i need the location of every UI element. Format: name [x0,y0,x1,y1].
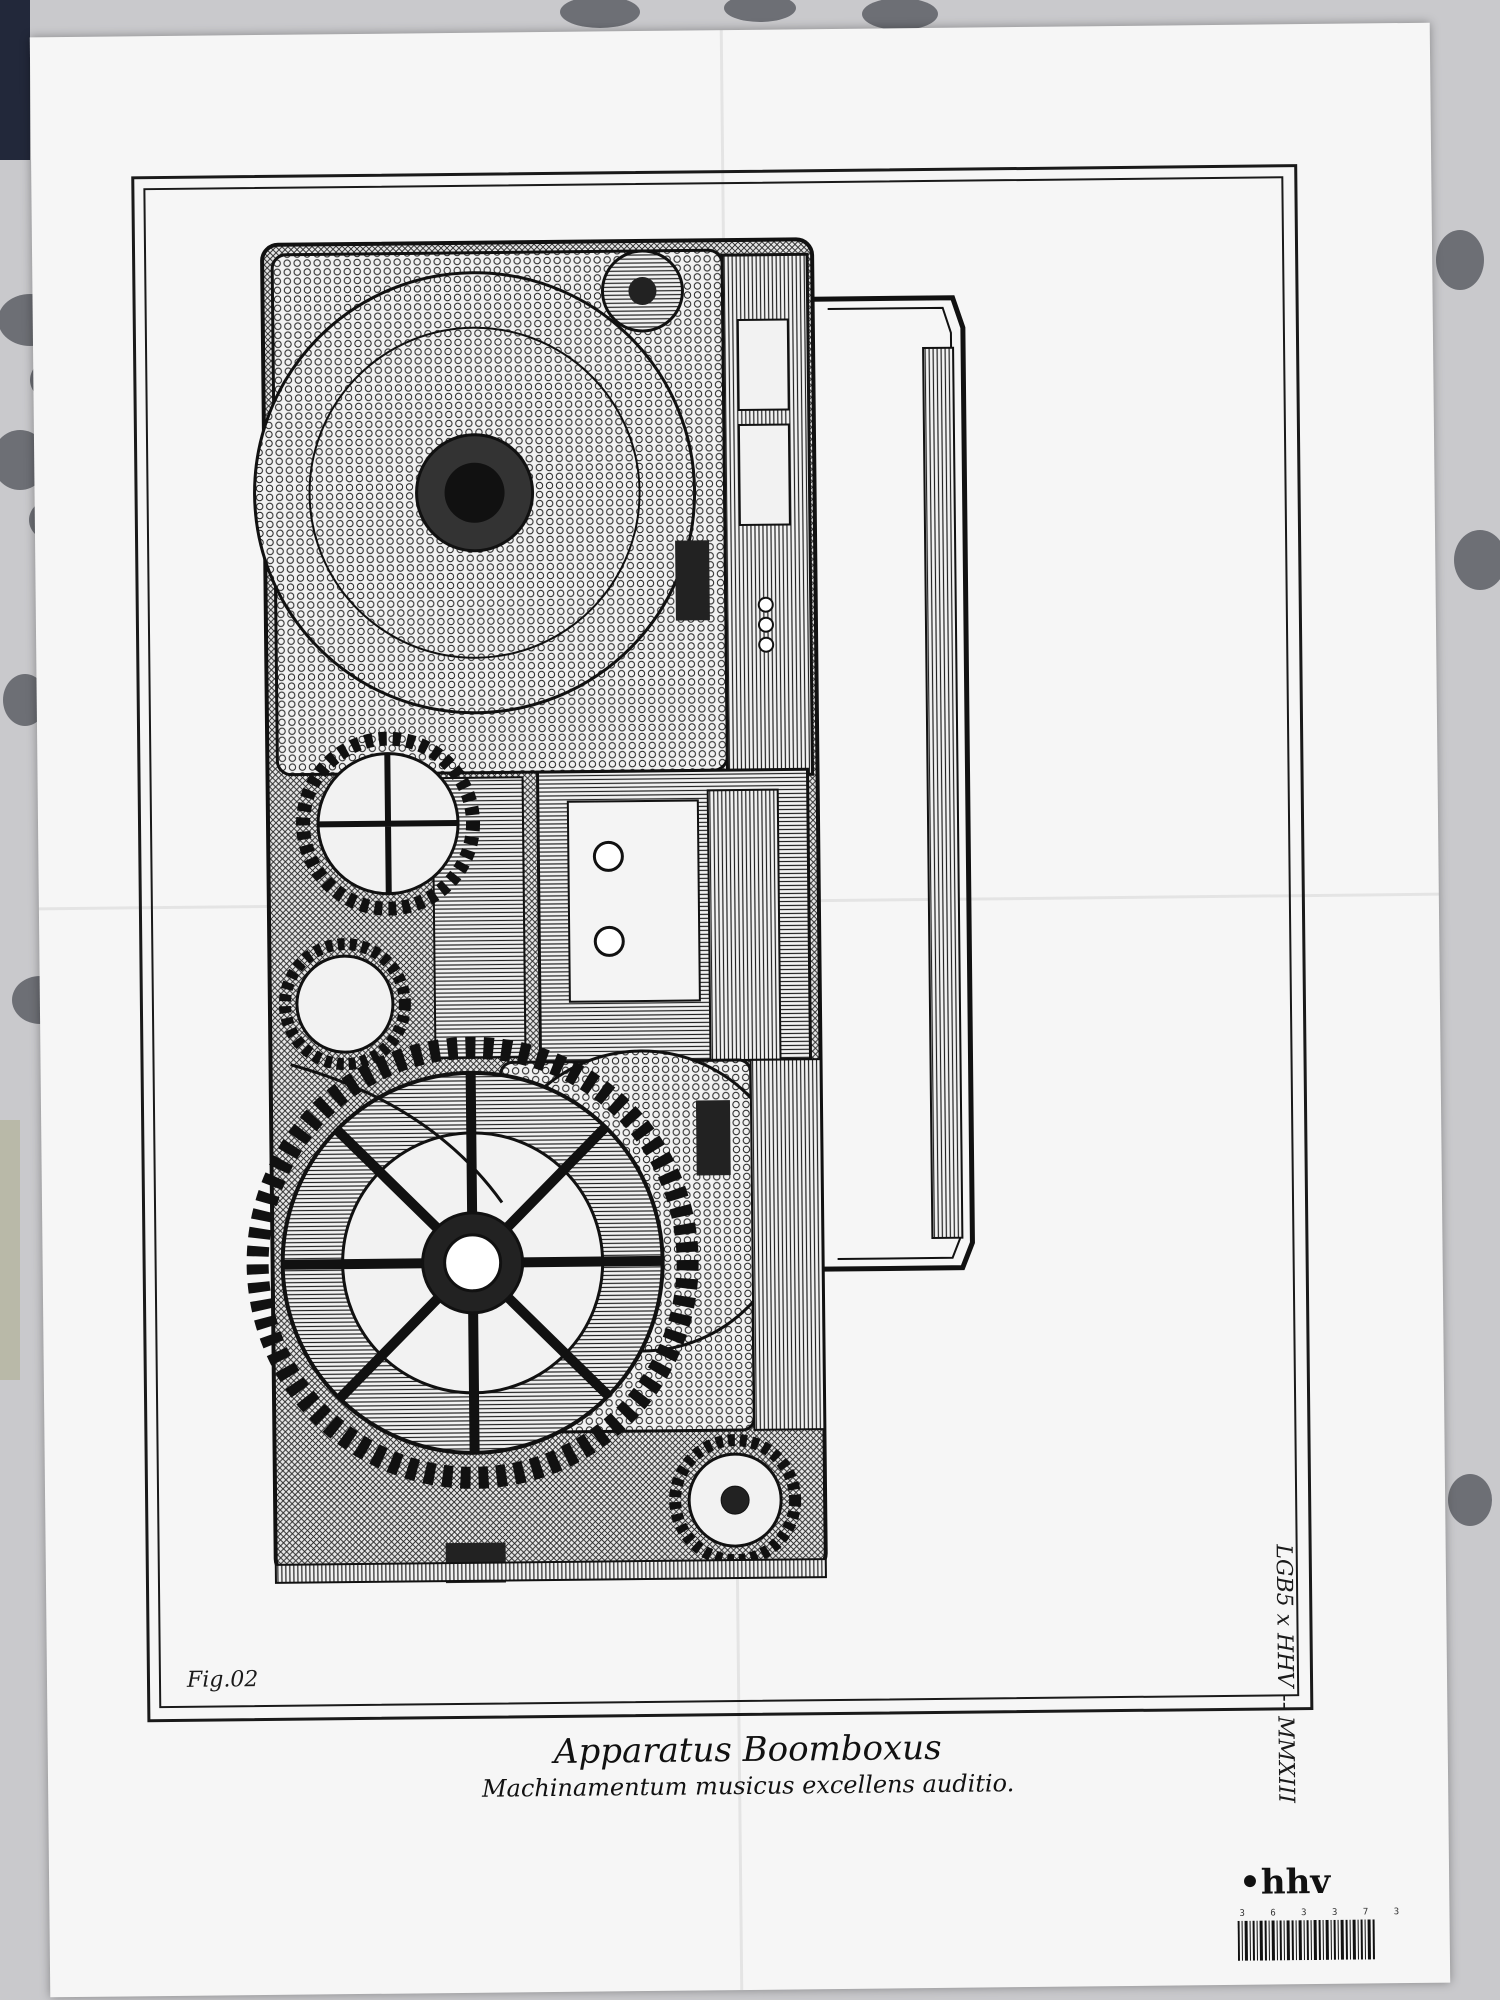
figure-label: Fig.02 [186,1667,259,1693]
barcode-icon [1237,1919,1375,1961]
barcode-digits: 3 6 3 3 7 3 [1239,1907,1410,1919]
poster-sheet: Fig.02 LGB5 x HHV -- MMXIII Apparatus Bo… [29,22,1451,1998]
large-gear [246,1036,699,1489]
small-gear-middle [278,938,411,1071]
brand-logo: •hhv [1238,1861,1331,1903]
small-gear-bottom-right [669,1434,802,1567]
small-gear-upper [296,731,481,916]
boombox-gears-illustration [246,237,975,1584]
